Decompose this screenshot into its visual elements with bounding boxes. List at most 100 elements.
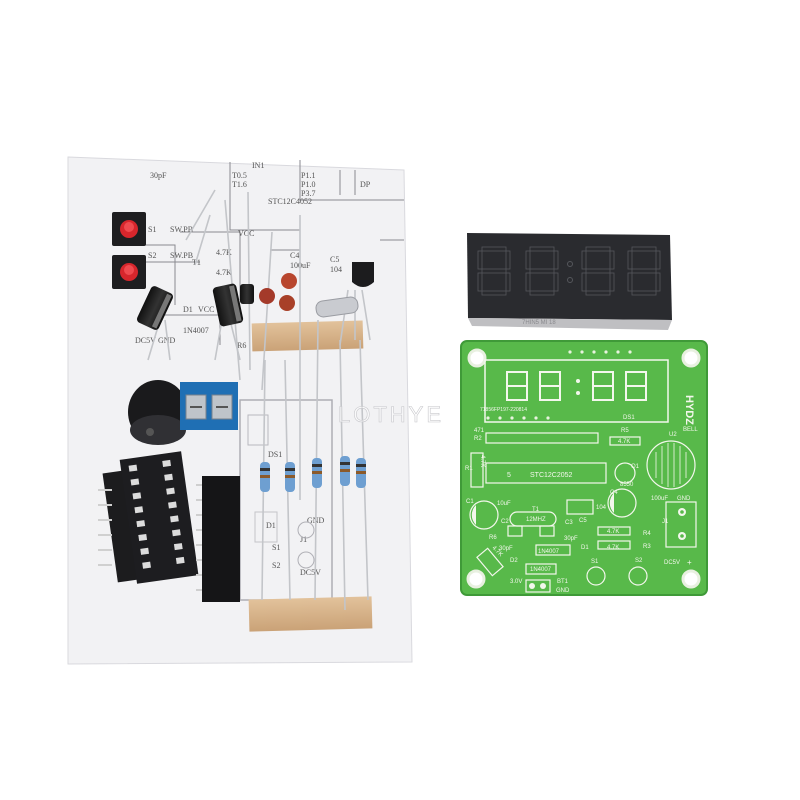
green-pcb: HYDZ 71856FP197-220814 DS1 U2 BELL R2 47… (460, 340, 708, 596)
display-colon (567, 277, 573, 283)
electrolytic-capacitor (240, 284, 254, 304)
terminal-block (180, 382, 238, 430)
schematic-label: SW.PB (170, 225, 193, 234)
display-colon (567, 261, 573, 267)
pcb-silk-digit (506, 371, 528, 401)
schematic-label: P1.0 (301, 180, 315, 189)
pcb-c5v: 104 (596, 505, 607, 511)
schematic-label: VCC (238, 229, 254, 238)
buzzer (128, 380, 188, 445)
ceramic-capacitor (279, 295, 295, 311)
pcb-gnd2: GND (556, 588, 570, 594)
ic-socket (98, 451, 199, 584)
pcb-c4: C4 (610, 490, 618, 496)
pcb-plus: + (687, 558, 692, 567)
electrolytic-capacitor (212, 283, 244, 327)
schematic-label: P3.7 (301, 189, 315, 198)
pcb-q1: Q1 (631, 464, 640, 470)
tape-strip-bottom (248, 596, 373, 632)
pcb-u1: 5 (507, 472, 511, 479)
resistor (312, 458, 322, 488)
schematic-label: P1.1 (301, 171, 315, 180)
pcb-dc: DC5V (664, 560, 680, 566)
pcb-c3: C3 (565, 520, 573, 526)
pcb-c4v: 100uF (651, 496, 668, 502)
schematic-label: 1N4007 (183, 326, 209, 335)
schematic-labels: 30pF T0.5 T1.6 IN1 P1.1 P1.0 P3.7 DP STC… (135, 161, 371, 577)
pcb-r6: R6 (489, 535, 497, 541)
pcb-brand: HYDZ (683, 395, 695, 425)
schematic-label: 104 (330, 265, 342, 274)
schematic-label: D1 (266, 521, 276, 530)
pcb-silk-colon (576, 391, 580, 395)
pcb-r1: R1 (465, 466, 473, 472)
resistor (285, 462, 295, 492)
ceramic-capacitor (259, 288, 275, 304)
pcb-c2: C2 (501, 519, 509, 525)
pcb-d2v: 1N4007 (538, 549, 560, 555)
schematic-label: S1 (148, 225, 156, 234)
ceramic-capacitor (281, 273, 297, 289)
electrolytic-capacitor (136, 286, 174, 330)
pcb-u2: U2 (669, 432, 677, 438)
transistor (352, 262, 374, 287)
display-digit (581, 246, 615, 296)
schematic-label: C5 (330, 255, 339, 264)
pcb-r5: R5 (621, 428, 629, 434)
pcb-s1: S1 (591, 559, 599, 565)
pcb-r4: R4 (643, 531, 651, 537)
schematic-label: 4.7K (216, 248, 232, 257)
schematic-label: T1.6 (232, 180, 247, 189)
resistor (356, 458, 366, 488)
schematic-label: DP (360, 180, 371, 189)
pcb-c1: C1 (466, 499, 474, 505)
schematic-label: DC5V (300, 568, 321, 577)
pcb-c2v: 30pF (499, 546, 513, 552)
pcb-silk-digit (592, 371, 614, 401)
tactile-button (112, 212, 146, 246)
tape-strip-top (251, 320, 364, 352)
pcb-bt1: BT1 (557, 579, 569, 585)
display-digits (477, 246, 661, 296)
display-digit (477, 246, 511, 296)
pcb-silk-digit (539, 371, 561, 401)
schematic-label: SW.PB (170, 251, 193, 260)
schematic-label: IN1 (252, 161, 264, 170)
pcb-t1: T1 (532, 507, 540, 513)
pcb-id: 71856FP197-220814 (480, 407, 527, 413)
pcb-r2: R2 (474, 436, 482, 442)
schematic-label: S2 (272, 561, 280, 570)
pcb-r1v: 4.7K (479, 455, 485, 467)
pcb-r2v: 471 (474, 428, 485, 434)
schematic-label: S1 (272, 543, 280, 552)
pcb-r4v: 4.7K (607, 529, 619, 535)
pcb-c5: C5 (579, 518, 587, 524)
resistor (340, 456, 350, 486)
schematic-label: T0.5 (232, 171, 247, 180)
display-digit (525, 246, 559, 296)
pcb-r3: R3 (643, 544, 651, 550)
watermark: LOTHYE (338, 402, 444, 427)
display-print: 7HIN5 MI 18 (522, 320, 556, 326)
pcb-q1v: 8550 (620, 482, 634, 488)
pcb-r5v: 4.7K (618, 439, 630, 445)
pcb-d3v: 1N4007 (530, 567, 552, 573)
pcb-silk-digit (625, 371, 647, 401)
schematic-label: C4 (290, 251, 299, 260)
pcb-bt1v: 3.0V (510, 579, 522, 585)
pcb-s2: S2 (635, 558, 643, 564)
schematic-label: S2 (148, 251, 156, 260)
pcb-ds1: DS1 (623, 415, 635, 421)
schematic-label: DC5V (135, 336, 156, 345)
schematic-label: 30pF (150, 171, 167, 180)
schematic-label: 4.7K (216, 268, 232, 277)
pcb-c1v: 10uF (497, 501, 511, 507)
pcb-mcu: STC12C2052 (530, 472, 573, 479)
pcb-gnd: GND (677, 496, 691, 502)
pcb-t1v: 12MHZ (526, 517, 546, 523)
schematic-label: R6 (237, 341, 246, 350)
pcb-r3v: 4.7K (607, 545, 619, 551)
pcb-c3v: 30pF (564, 536, 578, 542)
display-digit (627, 246, 661, 296)
